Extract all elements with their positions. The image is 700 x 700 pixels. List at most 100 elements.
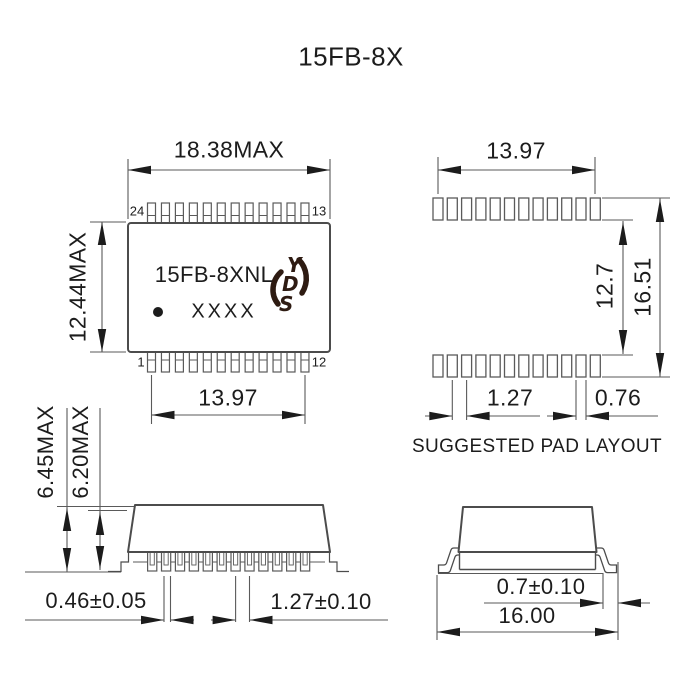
solder-pad (518, 354, 530, 378)
side-view-lead-inner (191, 551, 197, 566)
dimension-arrowhead (438, 165, 461, 175)
side-view-lead-inner (149, 551, 155, 566)
package-pin (258, 351, 268, 373)
solder-pad (446, 197, 458, 221)
side-view-lead-inner (260, 551, 266, 566)
pad-width-label: 0.76 (594, 384, 642, 411)
dimension-arrowhead (655, 199, 665, 222)
end-view-right-gullwing-lead (596, 547, 618, 574)
package-pin (174, 351, 184, 373)
side-view-lead-inner (302, 551, 308, 566)
package-pin (230, 351, 240, 373)
side-view-lead-inner (246, 551, 253, 566)
component-outlines: Y D S (108, 222, 618, 574)
pad-layout-caption: SUGGESTED PAD LAYOUT (411, 436, 663, 457)
package-body-side-view (127, 504, 331, 553)
package-pin (300, 202, 310, 224)
dimension-arrowhead (595, 627, 618, 637)
solder-pad (503, 354, 516, 378)
pin-number-13: 13 (311, 203, 327, 219)
dim-pin-span-label: 13.97 (198, 384, 258, 411)
solder-pad (432, 197, 444, 221)
dimension-arrowhead (95, 512, 105, 535)
dimension-arrowhead (618, 598, 641, 608)
dimension-arrowhead (655, 353, 665, 376)
package-pin (160, 202, 171, 224)
part-number-marking: 15FB-8XNL (154, 262, 274, 287)
dimension-arrowhead (586, 411, 609, 421)
side-view-right-end-lead (328, 552, 349, 573)
lead-span-label: 16.00 (498, 603, 556, 628)
solder-pad (532, 197, 544, 221)
svg-text:S: S (279, 292, 293, 316)
package-body-end-view (457, 506, 598, 553)
side-body-height-label: 6.20MAX (68, 405, 93, 499)
solder-pad (589, 197, 601, 221)
package-pin (272, 351, 282, 373)
package-pin (188, 202, 198, 224)
solder-pad (532, 354, 544, 378)
solder-pad (475, 197, 487, 221)
date-code-marking: XXXX (191, 300, 257, 323)
dimension-linework (25, 157, 670, 640)
dimension-arrowhead (128, 165, 151, 175)
pin1-marker-dot (153, 307, 163, 317)
package-pin (286, 351, 296, 373)
package-pin (286, 202, 296, 224)
solder-pad (589, 354, 601, 378)
pad-inner-height-label: 12.7 (591, 262, 618, 310)
dimension-arrowhead (429, 411, 453, 421)
solder-pad (561, 197, 573, 221)
package-pin (202, 351, 212, 373)
dim-overall-width-label: 18.38MAX (173, 136, 285, 163)
svg-text:Y: Y (287, 253, 304, 277)
lead-width-label: 0.46±0.05 (45, 588, 147, 613)
pin-number-24: 24 (129, 203, 145, 219)
dimension-arrowhead (97, 329, 107, 352)
solder-pad (561, 354, 573, 378)
solder-pad (546, 197, 559, 221)
dimension-arrowhead (141, 615, 164, 625)
package-pin (202, 202, 212, 224)
dimension-arrowhead (580, 598, 603, 608)
svg-text:D: D (282, 272, 299, 296)
dimension-arrowhead (212, 615, 236, 625)
package-pin (146, 202, 157, 224)
package-pin (160, 351, 171, 373)
package-pin (146, 351, 157, 373)
dimension-arrowhead (97, 222, 107, 245)
dimension-arrowhead (618, 330, 628, 353)
package-pin (188, 351, 198, 373)
dimension-arrowhead (151, 410, 175, 420)
package-pin (258, 202, 268, 224)
manufacturer-logo-icon: Y D S (270, 253, 309, 316)
solder-pad (518, 197, 530, 221)
solder-pad (546, 354, 559, 378)
package-pin (216, 202, 226, 224)
end-view-left-gullwing-lead (437, 547, 459, 574)
dimension-arrowhead (618, 222, 628, 245)
pad-span-label: 13.97 (486, 137, 546, 164)
dimension-arrowhead (62, 508, 72, 531)
package-pin (244, 351, 254, 373)
dimension-arrowhead (62, 548, 72, 571)
solder-pad (446, 354, 458, 378)
package-pin (174, 202, 184, 224)
side-view-lead-inner (219, 551, 225, 566)
side-view-lead-inner (205, 551, 211, 566)
side-overall-height-label: 6.45MAX (33, 405, 58, 499)
dimension-arrowhead (572, 165, 595, 175)
package-pin (216, 351, 226, 373)
solder-pad (503, 197, 516, 221)
side-view-lead-inner (274, 551, 280, 566)
pin-number-12: 12 (311, 354, 327, 370)
solder-pad (432, 354, 444, 378)
dimension-arrowhead (466, 411, 490, 421)
solder-pad (489, 197, 501, 221)
foot-length-label: 0.7±0.10 (496, 574, 586, 599)
dimension-arrowhead (437, 627, 460, 637)
dim-overall-height-label: 12.44MAX (64, 231, 91, 343)
package-pin (272, 202, 282, 224)
